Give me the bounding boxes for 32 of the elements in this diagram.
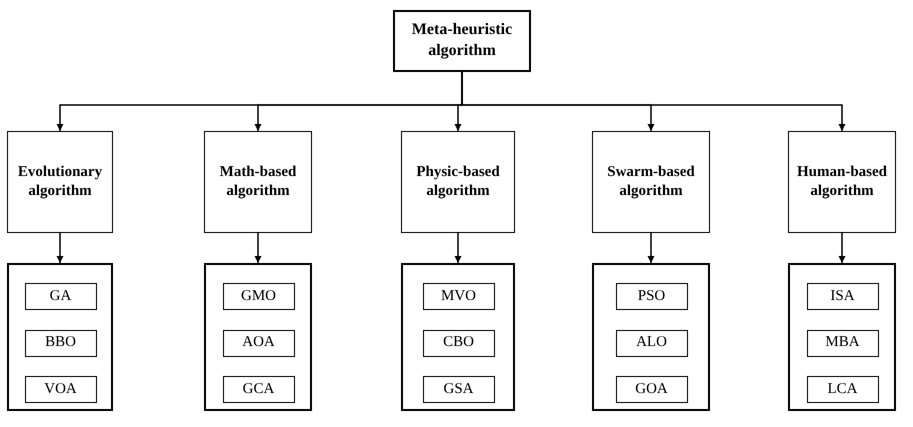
arrow	[56, 233, 64, 263]
algorithm-box: GCA	[222, 376, 294, 403]
arrow	[838, 233, 846, 263]
category-box: Physic-based algorithm	[401, 131, 515, 233]
algorithm-box: PSO	[616, 283, 688, 310]
algorithm-box: AOA	[222, 330, 294, 356]
arrow	[461, 72, 846, 131]
category-box: Math-based algorithm	[204, 131, 312, 233]
algorithm-box: GMO	[222, 283, 294, 310]
algorithm-box: MBA	[806, 330, 878, 356]
category-box: Swarm-based algorithm	[592, 131, 710, 233]
algorithm-box: GA	[24, 283, 96, 310]
algorithm-box: LCA	[806, 376, 878, 403]
algorithm-box: MVO	[422, 283, 494, 310]
algorithm-box: GOA	[616, 376, 688, 403]
algorithm-box: GSA	[422, 376, 494, 403]
root-box: Meta-heuristic algorithm	[393, 10, 531, 72]
algorithm-box: VOA	[24, 376, 96, 403]
category-box: Evolutionary algorithm	[7, 131, 113, 233]
group-box	[592, 263, 710, 411]
group-box	[788, 263, 896, 411]
algorithm-box: BBO	[24, 330, 96, 356]
group-box	[204, 263, 312, 411]
group-box	[7, 263, 113, 411]
algorithm-box: ISA	[806, 283, 878, 310]
arrow	[648, 233, 654, 263]
arrow	[454, 233, 462, 263]
algorithm-box: ALO	[616, 330, 688, 356]
category-box: Human-based algorithm	[788, 131, 896, 233]
arrow	[254, 233, 262, 263]
algorithm-box: CBO	[422, 330, 494, 356]
group-box	[401, 263, 515, 411]
